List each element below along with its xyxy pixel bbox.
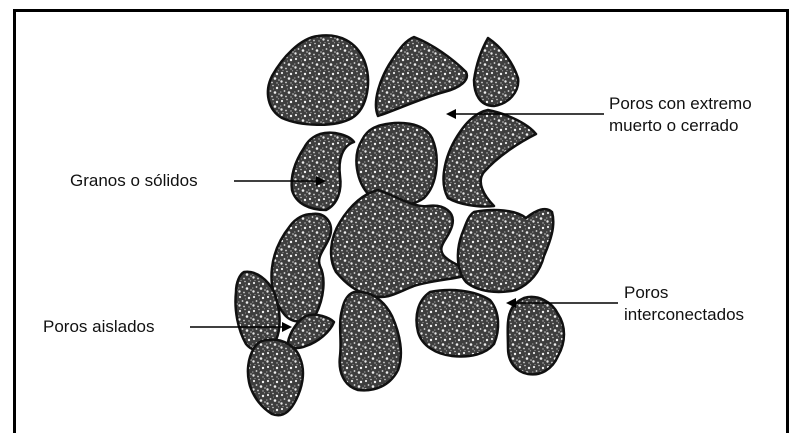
grain-6 xyxy=(292,133,354,210)
grain-13 xyxy=(508,297,564,374)
grain-11 xyxy=(340,292,401,391)
interconnected-pores-label: Poros interconectados xyxy=(624,282,744,326)
grain-9 xyxy=(458,209,553,292)
grain-1 xyxy=(268,35,368,124)
grain-2 xyxy=(376,37,467,116)
interconnected-pores-line-1: Poros xyxy=(624,282,744,304)
grain-3 xyxy=(474,38,518,106)
grain-12 xyxy=(417,290,499,356)
dead-end-pores-label: Poros con extremo muerto o cerrado xyxy=(609,93,752,137)
grain-7 xyxy=(331,190,472,297)
grains-group xyxy=(235,35,564,415)
grain-8 xyxy=(272,214,332,322)
grain-5 xyxy=(444,110,536,207)
interconnected-pores-line-2: interconectados xyxy=(624,304,744,326)
isolated-pores-label: Poros aislados xyxy=(43,316,155,338)
dead-end-pores-line-2: muerto o cerrado xyxy=(609,115,752,137)
grains-label: Granos o sólidos xyxy=(70,170,198,192)
grain-15 xyxy=(248,340,303,416)
dead-end-pores-line-1: Poros con extremo xyxy=(609,93,752,115)
